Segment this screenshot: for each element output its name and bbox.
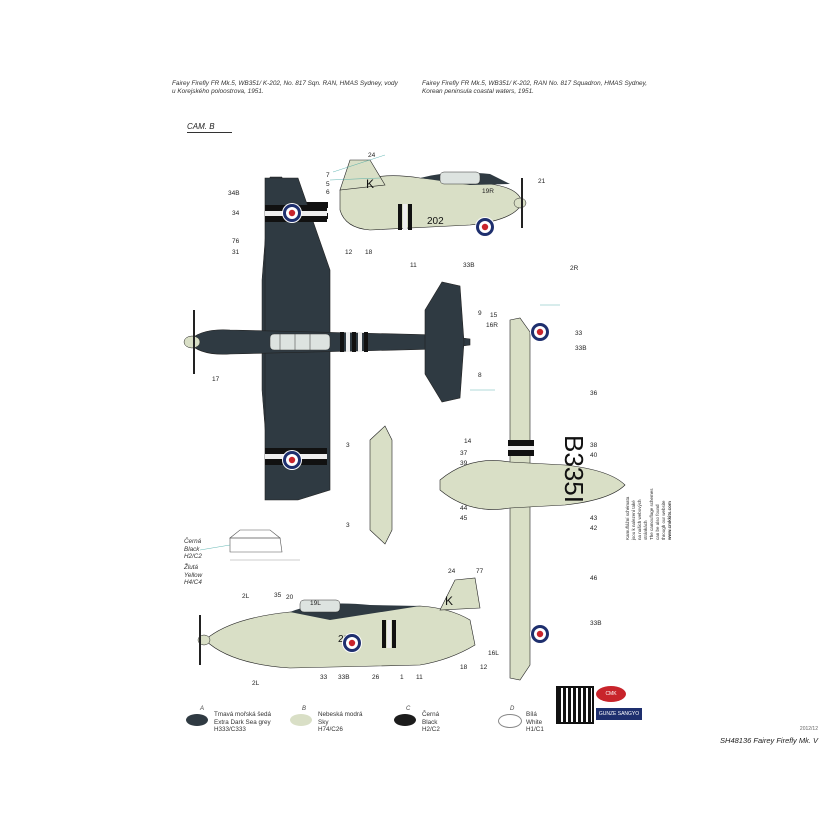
callout-3b: 3	[346, 522, 350, 529]
paint-a-swatch	[186, 714, 208, 726]
callout-33b-bottom: 33B	[338, 674, 350, 681]
callout-33b-lower: 33B	[590, 620, 602, 627]
svg-text:K: K	[445, 594, 453, 608]
callout-20: 20	[286, 594, 294, 601]
callout-43: 43	[590, 515, 598, 522]
callout-26: 26	[372, 674, 380, 681]
callout-12-lower: 12	[480, 664, 488, 671]
callout-11-lower: 11	[416, 674, 423, 681]
detail-black-label: Černá Black H2/C2	[184, 538, 202, 560]
callout-9: 9	[478, 310, 482, 317]
left-side-profile: K 202	[197, 577, 481, 669]
callout-45: 45	[460, 515, 468, 522]
callout-24: 24	[368, 152, 376, 159]
callout-7: 7	[326, 172, 330, 179]
callout-16l: 16L	[488, 650, 499, 657]
svg-text:B335I: B335I	[559, 435, 589, 503]
top-view-aircraft	[183, 176, 471, 501]
underside-view: B335I	[369, 317, 626, 681]
callout-42: 42	[590, 525, 598, 532]
callout-34: 34	[232, 210, 240, 217]
callout-15: 15	[490, 312, 498, 319]
paint-c-letter: C	[406, 706, 411, 712]
paint-d-swatch	[498, 714, 522, 728]
right-side-profile: K 202	[339, 159, 527, 237]
callout-3: 3	[346, 442, 350, 449]
callout-19l: 19L	[310, 600, 321, 607]
paint-a-letter: A	[200, 706, 205, 712]
camo-scheme-label: CAM. B	[187, 122, 215, 131]
callout-12: 12	[345, 249, 353, 256]
paint-b-label: Nebeská modrá Sky H74/C26	[318, 711, 363, 733]
callout-17: 17	[212, 376, 220, 383]
callout-24-lower: 24	[448, 568, 456, 575]
side-note: Kamuflážní schémata jsou k nalezení také…	[625, 420, 685, 540]
callout-21: 21	[538, 178, 546, 185]
callout-46: 46	[590, 575, 598, 582]
qr-code[interactable]	[556, 686, 594, 724]
callout-6: 6	[326, 189, 330, 196]
caption-english: Fairey Firefly FR Mk.5, WB351/ K-202, RA…	[422, 80, 648, 95]
callout-33-lower: 33	[320, 674, 328, 681]
cmk-logo: CMK Production	[596, 686, 626, 713]
aircraft-profiles-drawing: K 202 B335I K	[183, 154, 626, 681]
callout-33: 33	[575, 330, 583, 337]
callout-38: 38	[590, 442, 598, 449]
callout-44: 44	[460, 505, 468, 512]
callout-35: 35	[274, 592, 282, 599]
paint-d-label: Bílá White H1/C1	[526, 711, 544, 733]
callout-36: 36	[590, 390, 598, 397]
callout-76: 76	[232, 238, 240, 245]
callout-2l: 2L	[242, 593, 250, 600]
svg-text:K: K	[366, 177, 374, 191]
callout-8: 8	[478, 372, 482, 379]
website-link[interactable]: www.cmkkits.com	[667, 501, 672, 540]
callout-39: 39	[460, 460, 468, 467]
callout-33b: 33B	[463, 262, 475, 269]
instruction-sheet: Fairey Firefly FR Mk.5, WB351/ K-202, No…	[170, 60, 672, 760]
callout-18: 18	[365, 249, 373, 256]
paint-b-letter: B	[302, 706, 307, 712]
camo-label-underline	[187, 132, 232, 133]
callout-14: 14	[464, 438, 472, 445]
callout-1: 1	[400, 674, 404, 681]
callout-34b: 34B	[228, 190, 240, 197]
paint-a-label: Tmavá mořská šedá Extra Dark Sea grey H3…	[214, 711, 272, 733]
callout-5: 5	[326, 181, 330, 188]
callout-33b-under: 33B	[575, 345, 587, 352]
gunze-logo: GUNZE SANGYO	[596, 708, 642, 720]
caption-czech: Fairey Firefly FR Mk.5, WB351/ K-202, No…	[172, 80, 398, 95]
paint-b-swatch	[290, 714, 312, 726]
callout-40: 40	[590, 452, 598, 459]
canopy-detail-sketch	[229, 529, 300, 561]
callout-2r: 2R	[570, 265, 579, 272]
date-code: 2012/12	[799, 726, 818, 732]
callout-31: 31	[232, 249, 240, 256]
paint-c-swatch	[394, 714, 416, 726]
callout-18-lower: 18	[460, 664, 468, 671]
detail-yellow-label: Žlutá Yellow H4/C4	[184, 564, 203, 586]
callout-2l-lower: 2L	[252, 680, 260, 687]
callout-77: 77	[476, 568, 484, 575]
callout-11: 11	[410, 262, 417, 269]
callout-19r: 19R	[482, 188, 494, 195]
footer-title: SH48136 Fairey Firefly Mk. V	[720, 736, 818, 745]
paint-c-label: Černá Black H2/C2	[422, 711, 440, 733]
paint-d-letter: D	[510, 706, 515, 712]
callout-37: 37	[460, 450, 468, 457]
callout-16r: 16R	[486, 322, 498, 329]
svg-text:202: 202	[427, 216, 444, 227]
